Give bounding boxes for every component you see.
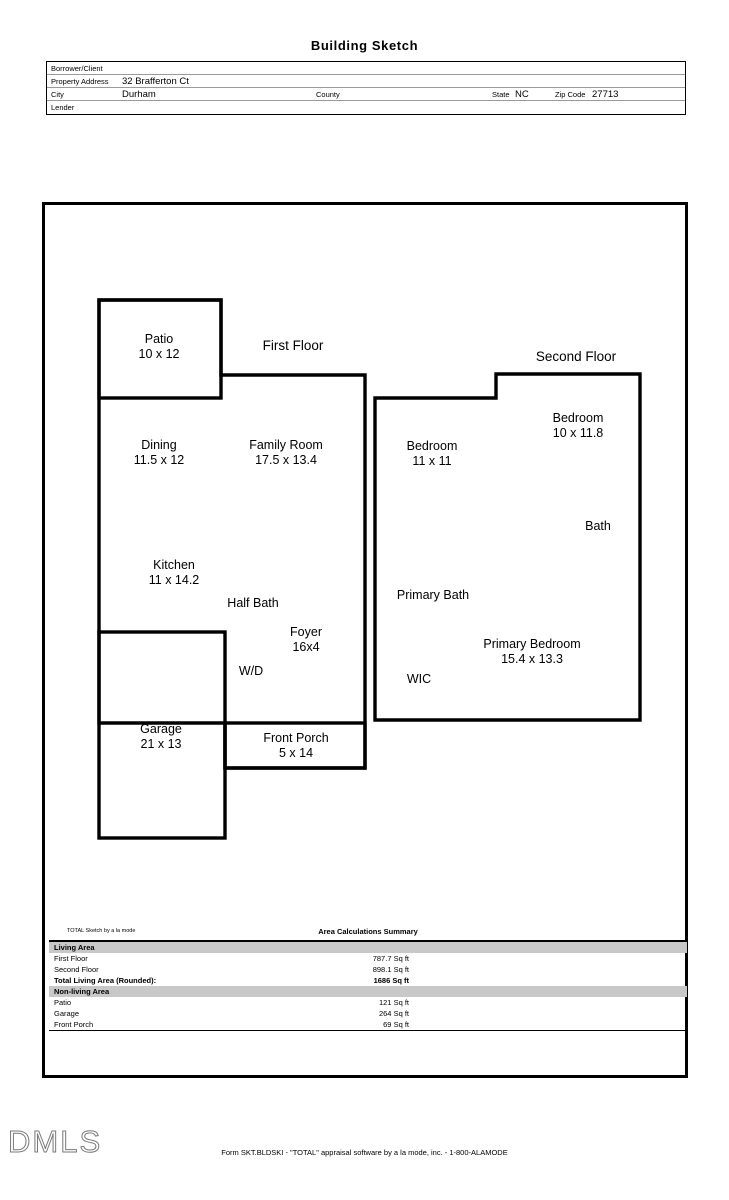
room-name-kitchen: Kitchen [153,558,195,572]
room-dim-bedroom-3: 10 x 11.8 [552,426,604,440]
room-name-family-room: Family Room [249,438,323,452]
room-label-dining: Dining 11.5 x 12 [134,438,185,468]
second-floor-title: Second Floor [535,349,617,364]
state-label: State [492,90,510,99]
area-row-first-floor: First Floor 787.7 Sq ft [49,953,687,964]
room-dim-kitchen: 11 x 14.2 [148,573,200,587]
area-row-patio: Patio 121 Sq ft [49,997,687,1008]
property-address-label: Property Address [51,77,109,86]
patio-outline [97,298,223,400]
area-row-name: Living Area [54,943,95,952]
room-name-dining: Dining [141,438,177,452]
room-label-foyer: Foyer 16x4 [290,625,322,655]
lender-label: Lender [51,103,75,112]
floor-plan-drawing [97,298,642,840]
area-row-name: Patio [54,998,72,1007]
city-value[interactable]: Durham [122,89,156,100]
room-label-wic: WIC [407,672,431,687]
area-summary-title: Area Calculations Summary [318,927,418,936]
room-name-half-bath: Half Bath [227,596,279,610]
property-address-value[interactable]: 32 Brafferton Ct [122,76,189,87]
room-dim-garage: 21 x 13 [140,737,182,751]
room-label-primary-bedroom: Primary Bedroom 15.4 x 13.3 [483,637,580,667]
room-name-bedroom-2: Bedroom [406,439,458,453]
state-value[interactable]: NC [515,89,529,100]
front-porch-outline [223,721,367,770]
room-name-patio: Patio [144,332,174,346]
area-row-name: Second Floor [54,965,99,974]
header-row-lender: Lender [47,101,685,114]
room-label-garage: Garage 21 x 13 [140,722,182,752]
first-floor-title: First Floor [262,338,324,353]
area-row-name: Total Living Area (Rounded): [54,976,157,985]
room-name-wic: WIC [406,672,432,686]
room-name-primary-bedroom: Primary Bedroom [483,637,581,651]
area-row-value: 264 Sq ft [378,1009,409,1018]
area-row-value: 69 Sq ft [383,1020,409,1029]
area-row-garage: Garage 264 Sq ft [49,1008,687,1019]
area-row-value: 121 Sq ft [378,998,409,1007]
property-identification-table: Borrower/Client Property Address 32 Braf… [46,61,686,115]
header-row-borrower: Borrower/Client [47,62,685,75]
area-row-name: Non-living Area [54,987,110,996]
area-row-value: 1686 Sq ft [373,976,409,985]
page-title: Building Sketch [310,38,419,53]
building-sketch-frame: First Floor Second Floor Patio 10 x 12 D… [42,202,688,1078]
room-label-front-porch: Front Porch 5 x 14 [263,731,328,761]
room-label-half-bath: Half Bath [227,596,278,611]
room-label-primary-bath: Primary Bath [397,588,469,603]
area-row-total-living-area: Total Living Area (Rounded): 1686 Sq ft [49,975,687,986]
sketch-credit-text: TOTAL Sketch by a la mode [67,928,136,934]
room-label-bath: Bath [585,519,611,534]
zip-label: Zip Code [555,90,586,99]
form-footer-text: Form SKT.BLDSKI - "TOTAL" appraisal soft… [221,1148,508,1157]
second-floor-outline [373,372,642,722]
city-label: City [51,90,64,99]
dmls-watermark: DMLS [7,1124,103,1159]
area-summary-table: Living Area First Floor 787.7 Sq ft Seco… [49,940,687,1031]
area-row-front-porch: Front Porch 69 Sq ft [49,1019,687,1030]
room-dim-primary-bedroom: 15.4 x 13.3 [501,652,563,666]
room-name-washer-dryer: W/D [238,664,264,678]
room-dim-front-porch: 5 x 14 [278,746,314,760]
room-label-bedroom-2: Bedroom 11 x 11 [407,439,458,469]
room-dim-dining: 11.5 x 12 [133,453,185,467]
area-row-name: First Floor [54,954,88,963]
room-name-bath: Bath [585,519,611,533]
borrower-label: Borrower/Client [51,64,103,73]
county-label: County [316,90,340,99]
area-row-second-floor: Second Floor 898.1 Sq ft [49,964,687,975]
area-row-name: Front Porch [54,1020,94,1029]
room-name-front-porch: Front Porch [263,731,329,745]
room-label-patio: Patio 10 x 12 [138,332,179,362]
room-label-kitchen: Kitchen 11 x 14.2 [149,558,200,588]
room-label-bedroom-3: Bedroom 10 x 11.8 [553,411,604,441]
header-row-property-address: Property Address 32 Brafferton Ct [47,75,685,88]
area-section-living: Living Area [49,942,687,953]
area-row-value: 787.7 Sq ft [372,954,409,963]
room-dim-foyer: 16x4 [292,640,320,654]
room-name-bedroom-3: Bedroom [552,411,604,425]
header-row-city: City Durham County State NC Zip Code 277… [47,88,685,101]
room-name-primary-bath: Primary Bath [396,588,470,602]
room-label-family-room: Family Room 17.5 x 13.4 [249,438,323,468]
area-row-value: 898.1 Sq ft [372,965,409,974]
area-section-non-living: Non-living Area [49,986,687,997]
area-row-name: Garage [54,1009,80,1018]
room-dim-family-room: 17.5 x 13.4 [255,453,317,467]
room-name-foyer: Foyer [290,625,322,639]
room-name-garage: Garage [140,722,182,736]
room-dim-patio: 10 x 12 [138,347,180,361]
room-dim-bedroom-2: 11 x 11 [412,454,452,468]
first-floor-outline [97,298,367,770]
zip-value[interactable]: 27713 [592,89,619,100]
room-label-washer-dryer: W/D [239,664,263,679]
